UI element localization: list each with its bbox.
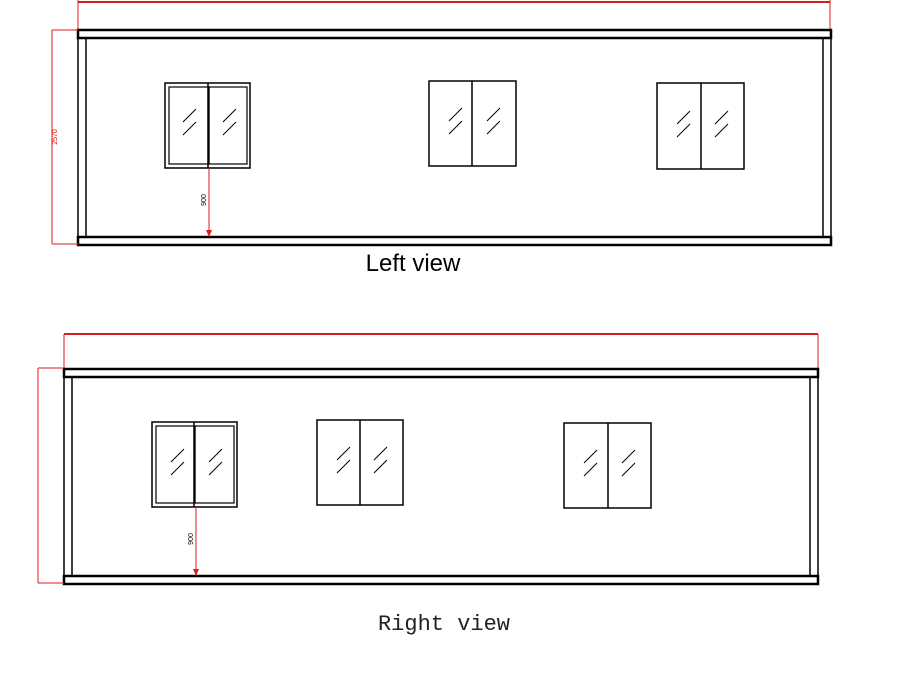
height-dimension (37, 367, 64, 584)
window (164, 82, 251, 169)
left-post (77, 37, 87, 238)
top-dimension (63, 333, 819, 369)
sill-label: 900 (188, 533, 195, 545)
window (428, 80, 517, 167)
window (316, 419, 404, 506)
right-post (809, 376, 819, 577)
window (563, 422, 652, 509)
sill-dimension: 900 (188, 507, 199, 576)
bottom-beam (76, 235, 833, 247)
right-post (822, 37, 832, 238)
left-post (63, 376, 73, 577)
sill-dimension: 900 (201, 168, 212, 237)
left-view: 2570 900 (51, 0, 833, 277)
height-label: 2570 (52, 129, 59, 145)
height-dimension: 2570 (51, 29, 78, 245)
bottom-beam (62, 574, 820, 586)
window (656, 82, 745, 170)
window (151, 421, 238, 508)
top-beam (62, 367, 820, 379)
view-caption-right: Right view (378, 612, 510, 637)
right-view: 900 Right view (37, 333, 820, 637)
view-caption-left: Left view (366, 250, 461, 277)
top-beam (76, 28, 833, 40)
sill-label: 900 (201, 194, 208, 206)
